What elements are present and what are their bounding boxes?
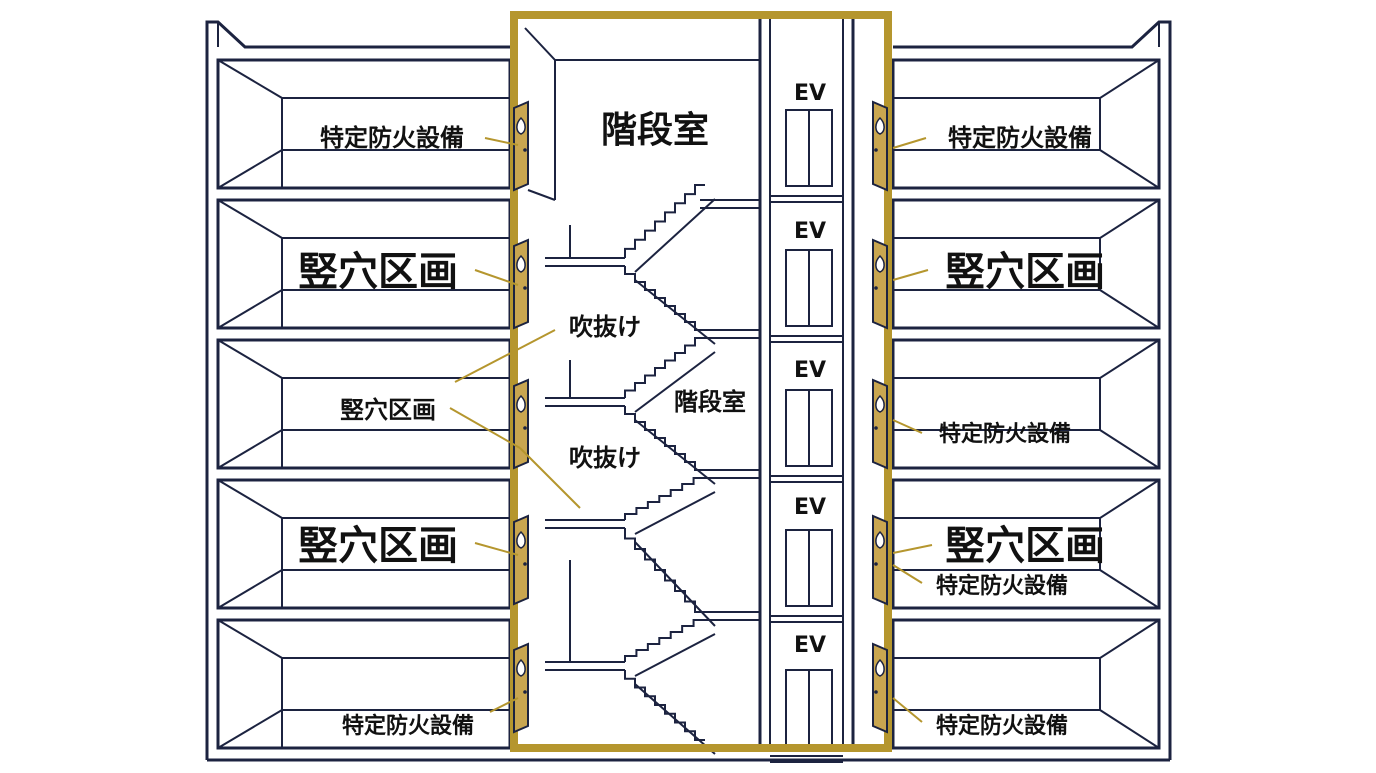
- left-floor-3-label: 竪穴区画: [340, 396, 436, 424]
- vertical-compartment-frame: [510, 11, 892, 752]
- stair-flight-8: [624, 670, 705, 741]
- flame-icon: [516, 254, 526, 273]
- right-room-floor-edge: [1099, 149, 1160, 189]
- right-room-1: [891, 58, 1161, 190]
- ev-label-1: EV: [794, 81, 826, 106]
- right-rooms: [891, 58, 1161, 750]
- right-fire-door-1: [872, 100, 888, 192]
- door-handle: [523, 286, 527, 290]
- left-room-1: [216, 58, 512, 190]
- elevator-shaft: [758, 15, 855, 763]
- stair-room-label-mid: 階段室: [674, 388, 746, 416]
- stair-core: [524, 27, 760, 755]
- elevator-cars: [770, 109, 843, 763]
- stair-flight-4-stringer: [634, 419, 716, 485]
- right-room-5: [891, 618, 1161, 750]
- stair-flight-5: [624, 477, 705, 520]
- building-outline: [205, 20, 1172, 762]
- stair-flight-1-stringer: [634, 198, 716, 273]
- left-room-floor-edge: [217, 709, 283, 749]
- left-fire-door-1: [513, 100, 529, 192]
- left-floor-1-label: 特定防火設備: [320, 124, 464, 152]
- right-fire-door-5: [872, 642, 888, 734]
- right-floor-2-label: 竪穴区画: [945, 249, 1105, 295]
- door-handle: [523, 426, 527, 430]
- flame-icon: [875, 254, 885, 273]
- left-room-2: [216, 198, 512, 330]
- right-floor-1-label: 特定防火設備: [948, 124, 1092, 152]
- left-floor-2-label: 竪穴区画: [298, 249, 458, 295]
- right-fire-door-2: [872, 238, 888, 330]
- flame-icon: [875, 394, 885, 413]
- stair-flight-6: [624, 528, 705, 613]
- door-handle: [874, 286, 878, 290]
- right-room-3: [891, 338, 1161, 470]
- right-floor-4a-label: 竪穴区画: [945, 523, 1105, 569]
- stair-flight-8-stringer: [634, 683, 716, 755]
- right-fire-door-3: [872, 378, 888, 470]
- stair-flight-3-stringer: [634, 351, 716, 413]
- fire-doors: [513, 100, 888, 734]
- left-room-3: [216, 338, 512, 470]
- left-floor-4-label: 竪穴区画: [298, 523, 458, 569]
- void-label-1: 吹抜け: [569, 313, 641, 341]
- labels: 階段室 階段室 吹抜け 吹抜け EV EV EV EV EV 特定防火設備 竪穴…: [298, 81, 1105, 739]
- leader-lines: [449, 137, 933, 723]
- stair-flight-6-stringer: [634, 541, 716, 627]
- stair-flight-7: [624, 619, 705, 662]
- door-handle: [874, 148, 878, 152]
- door-handle: [523, 148, 527, 152]
- right-room-floor-edge: [1099, 709, 1160, 749]
- void-label-2: 吹抜け: [569, 444, 641, 472]
- flame-icon: [516, 116, 526, 135]
- stair-flight-2-stringer: [634, 279, 716, 345]
- left-room-floor-edge: [217, 149, 283, 189]
- left-room-floor-edge: [217, 289, 283, 329]
- right-fire-door-4: [872, 514, 888, 606]
- ev-label-2: EV: [794, 219, 826, 244]
- flame-icon: [875, 658, 885, 677]
- right-floor-4b-label: 特定防火設備: [936, 573, 1068, 599]
- right-floor-5-label: 特定防火設備: [936, 713, 1068, 739]
- flame-icon: [516, 394, 526, 413]
- flame-icon: [516, 658, 526, 677]
- stair-room-label-top: 階段室: [601, 110, 709, 151]
- door-handle: [874, 426, 878, 430]
- right-floor-3-label: 特定防火設備: [939, 421, 1071, 447]
- flame-icon: [875, 116, 885, 135]
- door-handle: [523, 562, 527, 566]
- left-fire-door-4: [513, 514, 529, 606]
- right-room-2: [891, 198, 1161, 330]
- right-room-4: [891, 478, 1161, 610]
- door-handle: [523, 690, 527, 694]
- ev-label-4: EV: [794, 495, 826, 520]
- ev-label-3: EV: [794, 358, 826, 383]
- left-floor-5-label: 特定防火設備: [342, 713, 474, 739]
- stair-flight-3: [624, 337, 705, 398]
- left-room-floor-edge: [217, 429, 283, 469]
- staircase-flights: [624, 184, 716, 755]
- flame-icon: [516, 530, 526, 549]
- right-room-floor-edge: [1099, 429, 1160, 469]
- left-room-floor-edge: [217, 569, 283, 609]
- ev-label-5: EV: [794, 633, 826, 658]
- right-room-floor-edge: [1099, 569, 1160, 609]
- door-handle: [874, 690, 878, 694]
- right-room-floor-edge: [1099, 289, 1160, 329]
- stair-flight-1: [624, 184, 705, 258]
- stair-flight-7-stringer: [634, 633, 716, 677]
- stair-flight-5-stringer: [634, 491, 716, 535]
- left-fire-door-5: [513, 642, 529, 734]
- door-handle: [874, 562, 878, 566]
- flame-icon: [875, 530, 885, 549]
